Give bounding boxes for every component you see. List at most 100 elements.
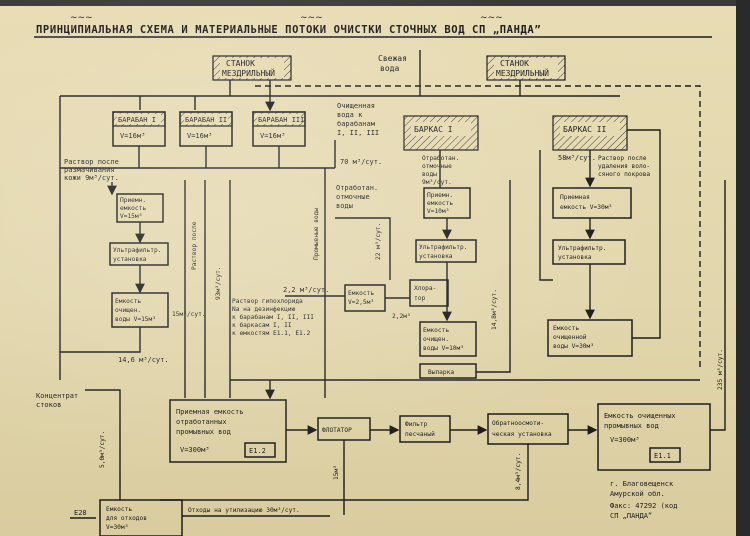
hlorator-box — [409, 279, 449, 307]
svg-text:промывных вод: промывных вод — [176, 428, 231, 436]
svg-text:ческая установка: ческая установка — [492, 431, 552, 438]
stamp-line: Амурской обл. — [610, 490, 665, 498]
svg-text:емкость: емкость — [120, 205, 146, 212]
tank-small-box — [344, 284, 386, 312]
flow-8-4: 8,4м³/сут. — [515, 453, 522, 490]
e11-label: Емкость очищенных — [604, 412, 676, 420]
svg-text:кожи 9м³/сут.: кожи 9м³/сут. — [64, 174, 119, 182]
svg-text:отработанных: отработанных — [176, 418, 227, 426]
side-label: Раствор после — [191, 221, 198, 270]
flow-15b: 15м³ — [333, 465, 340, 480]
diagram-title: ПРИНЦИПИАЛЬНАЯ СХЕМА И МАТЕРИАЛЬНЫЕ ПОТО… — [36, 24, 541, 36]
baraban-3-label: БАРАБАН III — [258, 116, 304, 124]
svg-text:V=30м³: V=30м³ — [106, 524, 128, 531]
recv-small-label: Приемн. — [120, 197, 146, 204]
baraban-outflow-line — [60, 146, 335, 169]
ultra-right-label: Ультрафильтр. — [558, 244, 606, 252]
handwritten-note: ~~~ — [70, 13, 93, 23]
flow-235: 235 м³/сут. — [717, 349, 724, 390]
flow-15: 15м³/сут. — [172, 311, 206, 318]
stamp-line: СП „ПАНДА” — [610, 512, 652, 520]
flow-58: 58м³/сут. — [558, 154, 596, 162]
svg-text:тор: тор — [414, 295, 425, 302]
flow-14-8: 14,8м³/сут. — [491, 289, 498, 330]
promyv-label: Промывные воды — [313, 208, 320, 260]
svg-text:установка: установка — [558, 254, 592, 261]
stanok-left-label: МЕЗДРИЛЬНЫЙ — [222, 67, 275, 78]
svg-text:промывных вод: промывных вод — [604, 422, 659, 430]
e12-code: E1.2 — [249, 447, 266, 455]
razm-solution-label: Раствор после — [64, 158, 119, 166]
svg-text:сяного покрова: сяного покрова — [598, 171, 650, 178]
recv-mid-label: Приемн. — [427, 192, 453, 199]
waste-text: Отходы на утилизацию 30м³/сут. — [188, 507, 300, 514]
e12-box — [169, 399, 287, 463]
flow-2-2: 2,2 м³/сут. — [283, 286, 329, 294]
flow-2-2b: 2,2м³ — [392, 313, 411, 320]
svg-text:V=10м³: V=10м³ — [427, 208, 449, 215]
stanok-left-label: СТАНОК — [226, 59, 255, 68]
svg-text:отмочные: отмочные — [336, 193, 370, 201]
concentrate-label: Концентрат — [36, 392, 78, 400]
e12-label: Приемная емкость — [176, 408, 243, 416]
svg-text:к барабанам I, II, III: к барабанам I, II, III — [232, 313, 314, 321]
baraban-2-volume: V=16м³ — [187, 132, 212, 140]
svg-text:воды V=10м³: воды V=10м³ — [423, 345, 464, 352]
stanok-right-label: СТАНОК — [500, 59, 529, 68]
stamp-line: Факс: 47292 (код — [610, 502, 677, 510]
flow-5: 5,0м³/сут. — [99, 431, 106, 468]
ultra-mid-box — [415, 239, 477, 263]
e28-label: E28 — [74, 509, 87, 517]
tank-right-label: Емкость — [553, 325, 579, 332]
svg-text:стоков: стоков — [36, 401, 61, 409]
tank-left-label: Емкость — [115, 298, 141, 305]
recv-right-label: Приемная — [560, 194, 590, 201]
reverse-osmosis-box — [487, 413, 569, 445]
tank-mid-box — [419, 321, 477, 357]
svg-text:V=2,5м³: V=2,5м³ — [348, 299, 374, 306]
svg-text:очищенной: очищенной — [553, 333, 587, 341]
baraban-1-volume: V=16м³ — [120, 132, 145, 140]
svg-text:отмочные: отмочные — [422, 163, 452, 170]
reverse-osmosis-label: Обратноосмоти- — [492, 419, 544, 427]
sand-filter-label: Фильтр — [405, 421, 428, 428]
cleaned-water-label: Очищенная — [337, 102, 375, 110]
flow-22: 22 м³/сут. — [375, 223, 382, 260]
svg-text:к емкостям E1.1, E1.2: к емкостям E1.1, E1.2 — [232, 330, 311, 337]
svg-text:9м³/сут.: 9м³/сут. — [422, 179, 452, 186]
baraban-1-label: БАРАБАН I — [118, 116, 156, 124]
handwritten-note: ~~~ — [480, 13, 503, 23]
ultra-left-box — [109, 242, 169, 266]
sand-filter-box — [399, 415, 451, 443]
chlorine-label: Раствор гипохлорида — [232, 298, 303, 305]
ultra-mid-label: Ультрафильтр. — [419, 243, 467, 251]
barkas-2-label: БАРКАС II — [563, 125, 607, 134]
promyv-lines — [184, 180, 231, 398]
svg-text:емкость: емкость — [427, 200, 453, 207]
fresh-water-label: вода — [380, 64, 399, 73]
ultra-right-box — [552, 239, 626, 265]
svg-text:удаления воло-: удаления воло- — [598, 163, 650, 170]
svg-text:V=300м³: V=300м³ — [180, 446, 210, 454]
svg-text:вода к: вода к — [337, 111, 363, 119]
svg-text:Na на дезинфекцию: Na на дезинфекцию — [232, 305, 296, 313]
tank-small-label: Емкость — [348, 290, 374, 297]
svg-text:очищен.: очищен. — [115, 307, 141, 314]
baraban-2-label: БАРАБАН II — [185, 116, 227, 124]
flow-93: 93м³/сут. — [215, 266, 222, 300]
hlorator-label: Хлора- — [414, 285, 436, 292]
stamp-line: г. Благовещенск — [610, 480, 674, 488]
svg-text:I, II, III: I, II, III — [337, 129, 379, 137]
baraban-3-volume: V=16м³ — [260, 132, 285, 140]
barkas-1-label: БАРКАС I — [414, 125, 453, 134]
svg-text:воды V=30м³: воды V=30м³ — [553, 343, 594, 350]
photo-edge-right — [736, 0, 750, 536]
dashed-return-line — [255, 85, 701, 370]
tank-mid-label: Емкость — [423, 327, 449, 334]
svg-text:V=15м³: V=15м³ — [120, 213, 142, 220]
flow-14-6: 14,6 м³/сут. — [118, 356, 169, 364]
photo-edge-top — [0, 0, 750, 6]
vyparka-label: Выпарка — [428, 369, 454, 376]
svg-text:установка: установка — [419, 253, 453, 260]
